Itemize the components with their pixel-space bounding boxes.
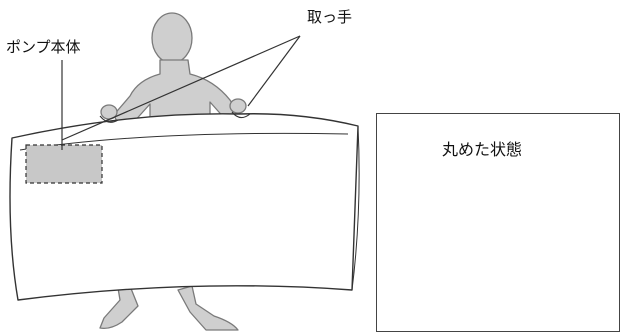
leader-lines bbox=[61, 35, 301, 150]
person-legs bbox=[99, 285, 239, 331]
person-figure bbox=[100, 12, 247, 129]
pump-body-label: ポンプ本体 bbox=[6, 38, 81, 56]
handle-label: 取っ手 bbox=[307, 8, 353, 26]
rolled-state-inset bbox=[376, 113, 620, 332]
handle-leader-line-left bbox=[61, 35, 301, 141]
pump-body-area bbox=[25, 144, 103, 184]
rolled-state-label: 丸めた状態 bbox=[442, 140, 523, 159]
handle-leader-line-right bbox=[247, 35, 301, 107]
